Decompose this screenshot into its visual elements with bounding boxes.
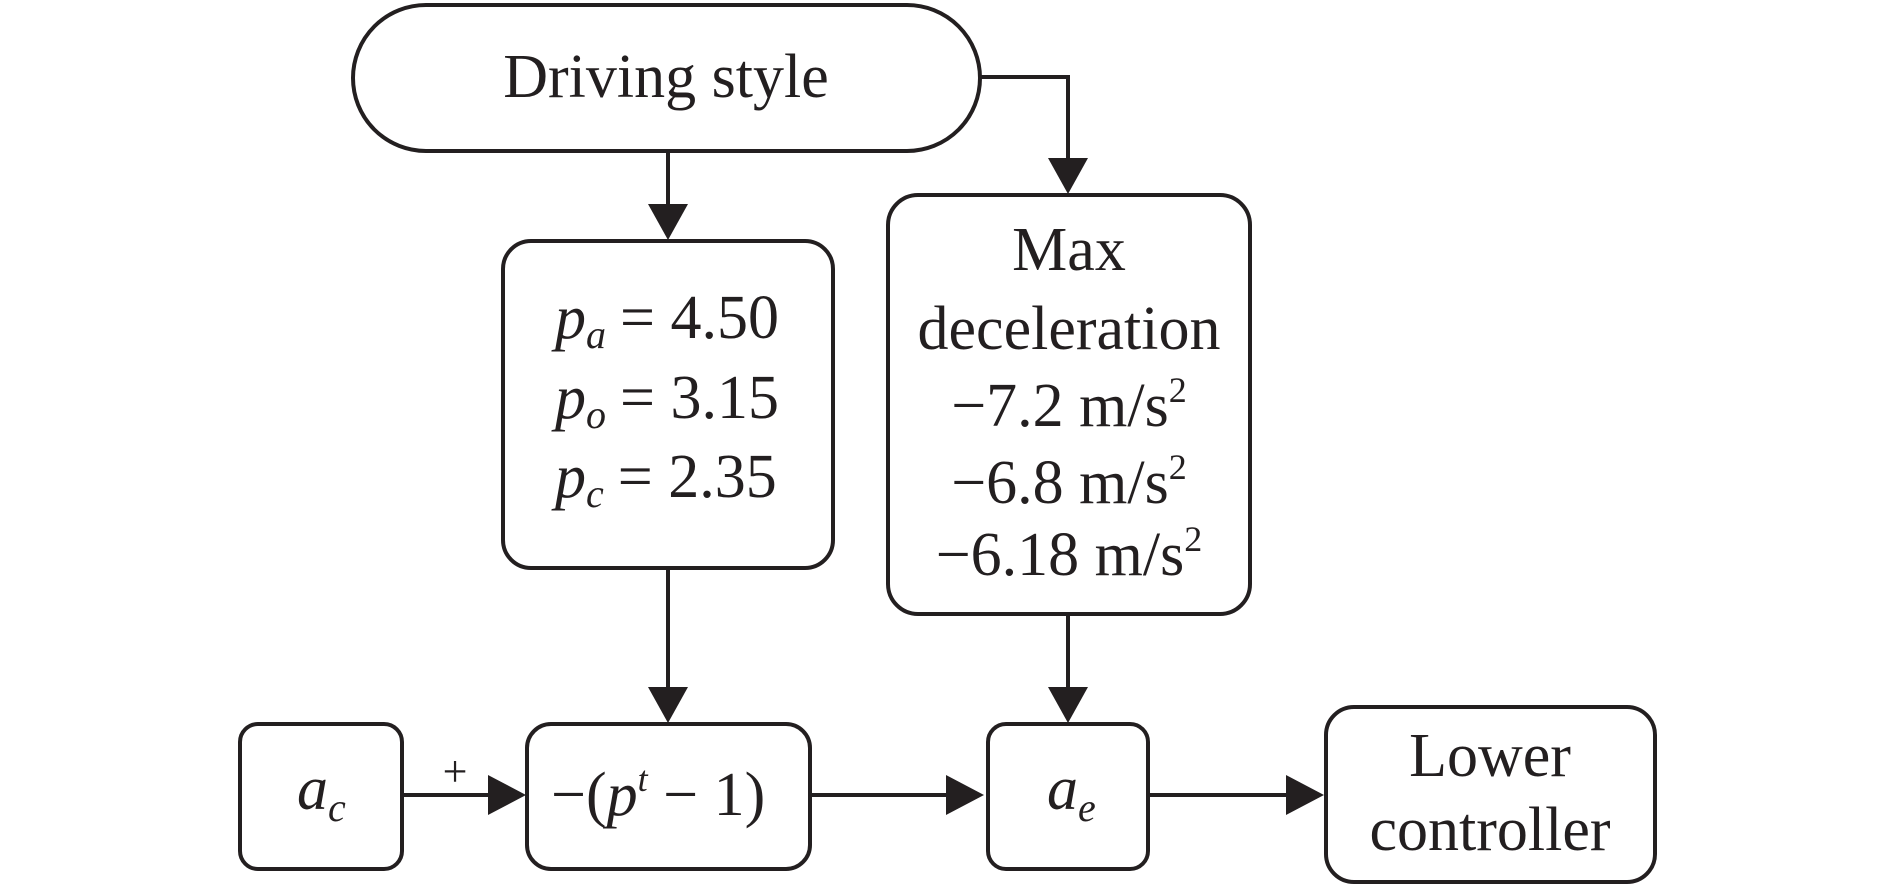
arrowhead-formula-to-ae bbox=[946, 775, 984, 815]
max-decel-title-line1: Max bbox=[1012, 216, 1126, 284]
ac-label: ac bbox=[297, 755, 346, 830]
formula-label: −(pt − 1) bbox=[551, 759, 765, 829]
max-decel-value-2: −6.8 m/s2 bbox=[951, 447, 1187, 517]
max-decel-value-1: −7.2 m/s2 bbox=[951, 370, 1187, 440]
arrowhead-ae-to-controller bbox=[1286, 775, 1324, 815]
driving-style-label: Driving style bbox=[503, 43, 828, 111]
arrowhead-style-to-params bbox=[648, 204, 688, 240]
lower-controller-line2: controller bbox=[1369, 796, 1610, 864]
max-decel-node: Max deceleration −7.2 m/s2 −6.8 m/s2 −6.… bbox=[886, 193, 1252, 616]
params-node: pa= 4.50 po= 3.15 pc= 2.35 bbox=[501, 239, 835, 570]
param-row-po: po= 3.15 bbox=[551, 364, 779, 437]
max-decel-value-3: −6.18 m/s2 bbox=[936, 519, 1203, 589]
connectors bbox=[402, 75, 1324, 815]
param-row-pa: pa= 4.50 bbox=[551, 284, 779, 357]
formula-node: −(pt − 1) bbox=[525, 722, 812, 871]
lower-controller-line1: Lower bbox=[1409, 722, 1571, 790]
ae-label: ae bbox=[1047, 755, 1096, 830]
ae-node: ae bbox=[986, 722, 1150, 871]
arrowhead-params-to-formula bbox=[648, 687, 688, 723]
lower-controller-node: Lower controller bbox=[1324, 705, 1657, 884]
param-row-pc: pc= 2.35 bbox=[551, 443, 777, 516]
max-decel-title-line2: deceleration bbox=[918, 295, 1221, 363]
ac-node: ac bbox=[238, 722, 404, 871]
arrowhead-decel-to-ae bbox=[1048, 687, 1088, 723]
arrowhead-ac-to-formula bbox=[488, 775, 526, 815]
plus-sign: + bbox=[443, 747, 468, 796]
driving-style-node: Driving style bbox=[351, 3, 982, 153]
arrow-style-to-decel bbox=[980, 75, 1070, 160]
arrowhead-style-to-decel bbox=[1048, 158, 1088, 194]
